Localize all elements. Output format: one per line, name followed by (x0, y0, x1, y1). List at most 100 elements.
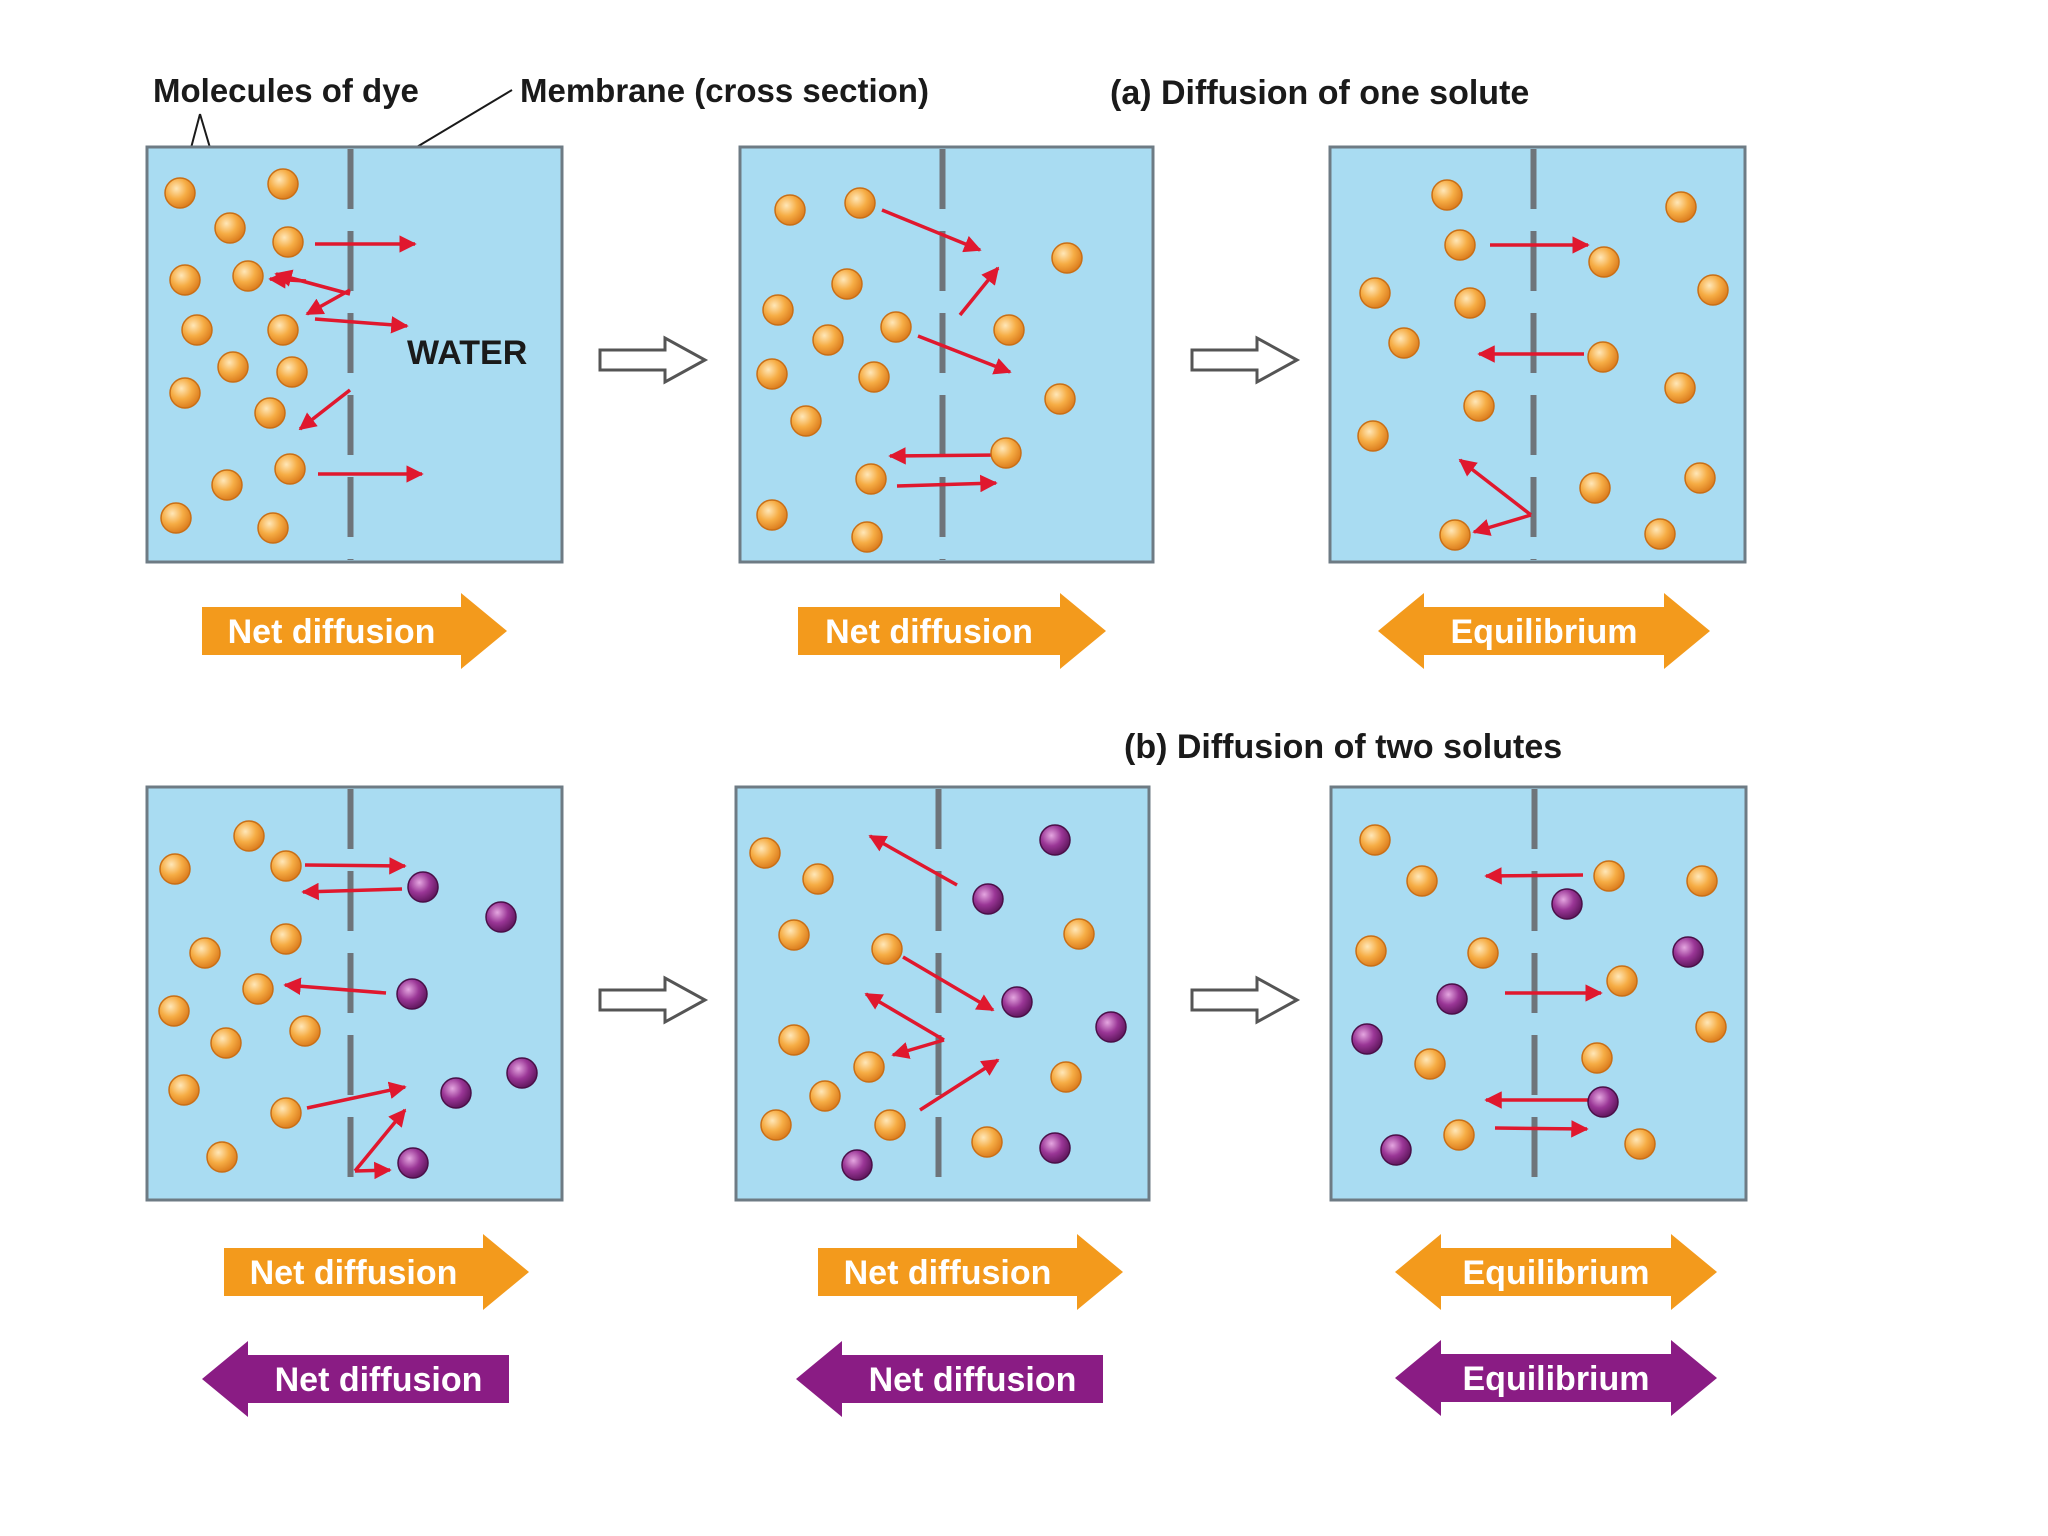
arrow-label: Net diffusion (844, 1254, 1052, 1292)
orange-molecule (855, 463, 887, 495)
purple-molecule (1380, 1134, 1412, 1166)
purple-molecule (1001, 986, 1033, 1018)
orange-molecule (206, 1141, 238, 1173)
panel-a3 (1328, 145, 1747, 564)
orange-molecule (1587, 341, 1619, 373)
orange-molecule (164, 177, 196, 209)
orange-molecule (1388, 327, 1420, 359)
orange-molecule (844, 187, 876, 219)
part-a-title: (a) Diffusion of one solute (1110, 74, 1529, 112)
motion-arrow (298, 388, 352, 431)
orange-molecule (1443, 1119, 1475, 1151)
orange-molecule (853, 1051, 885, 1083)
orange-molecule (1684, 462, 1716, 494)
motion-arrow (283, 977, 387, 995)
motion-arrow (268, 271, 307, 289)
motion-arrow (274, 269, 351, 296)
purple-molecule (506, 1057, 538, 1089)
purple-molecule (1039, 824, 1071, 856)
membrane-label: Membrane (cross section) (520, 72, 929, 109)
motion-arrow (1472, 513, 1532, 536)
motion-arrow (864, 992, 945, 1042)
motion-arrow (1494, 1120, 1589, 1138)
flow-arrow (1190, 335, 1301, 385)
flow-arrow (598, 335, 709, 385)
purple-molecule (1587, 1086, 1619, 1118)
arrow-shape (224, 1234, 529, 1310)
flow-arrow (1190, 975, 1301, 1025)
orange-molecule (1579, 472, 1611, 504)
panel-b3 (1329, 785, 1748, 1202)
arrow-shape (818, 1234, 1123, 1310)
orange-molecule (1414, 1048, 1446, 1080)
motion-arrow (314, 316, 409, 334)
net-arrow-a1: Net diffusion (202, 593, 507, 669)
orange-molecule (270, 1097, 302, 1129)
orange-molecule (1644, 518, 1676, 550)
arrow-label: Net diffusion (275, 1361, 483, 1399)
arrow-shape (1395, 1234, 1717, 1310)
motion-arrow (891, 1038, 945, 1059)
flow-arrows (598, 335, 1301, 1025)
purple-molecule (1436, 983, 1468, 1015)
arrow-shape (798, 593, 1106, 669)
purple-molecule (1672, 936, 1704, 968)
orange-molecule (1444, 229, 1476, 261)
orange-molecule (1359, 277, 1391, 309)
arrow-label: Net diffusion (228, 613, 436, 651)
orange-molecule (211, 469, 243, 501)
arrow-label: Equilibrium (1451, 613, 1638, 651)
motion-arrow (958, 266, 1000, 317)
orange-molecule (276, 356, 308, 388)
orange-molecule (851, 521, 883, 553)
purple-molecule (1351, 1023, 1383, 1055)
orange-molecule (1686, 865, 1718, 897)
orange-molecule (831, 268, 863, 300)
purple-molecule (440, 1077, 472, 1109)
orange-molecule (756, 499, 788, 531)
net-arrow-a2: Net diffusion (798, 593, 1106, 669)
orange-molecule (1697, 274, 1729, 306)
water-box (145, 785, 564, 1202)
orange-molecule (233, 820, 265, 852)
purple-molecule (396, 978, 428, 1010)
orange-molecule (990, 437, 1022, 469)
purple-molecule (397, 1147, 429, 1179)
orange-molecule (809, 1080, 841, 1112)
orange-molecule (1406, 865, 1438, 897)
orange-molecule (289, 1015, 321, 1047)
orange-molecule (880, 311, 912, 343)
water-label: WATER (407, 334, 527, 372)
orange-molecule (169, 264, 201, 296)
arrow-shape (1395, 1340, 1717, 1416)
motion-arrow (301, 882, 403, 901)
orange-molecule (270, 923, 302, 955)
orange-molecule (1357, 420, 1389, 452)
motion-arrow (1458, 458, 1533, 517)
orange-molecule (1454, 287, 1486, 319)
purple-molecule (1551, 888, 1583, 920)
motion-arrow (353, 1108, 407, 1173)
orange-molecule (812, 324, 844, 356)
motion-arrow (881, 208, 982, 253)
net-arrow-b2_purple: Net diffusion (796, 1341, 1103, 1417)
orange-molecule (1051, 242, 1083, 274)
motion-arrow (917, 334, 1012, 375)
orange-molecule (210, 1027, 242, 1059)
molecules-of-dye-label: Molecules of dye (153, 72, 419, 109)
purple-molecule (841, 1149, 873, 1181)
arrow-shape (796, 1341, 1103, 1417)
part-b-title: (b) Diffusion of two solutes (1124, 728, 1562, 766)
orange-molecule (749, 837, 781, 869)
arrow-shape (1378, 593, 1710, 669)
net-arrow-b3_purple: Equilibrium (1395, 1340, 1717, 1416)
orange-molecule (1606, 965, 1638, 997)
net-arrow-b1_orange: Net diffusion (224, 1234, 529, 1310)
orange-molecule (1439, 519, 1471, 551)
panel-a2 (738, 145, 1155, 564)
orange-molecule (160, 502, 192, 534)
arrow-label: Net diffusion (250, 1254, 458, 1292)
orange-molecule (1624, 1128, 1656, 1160)
